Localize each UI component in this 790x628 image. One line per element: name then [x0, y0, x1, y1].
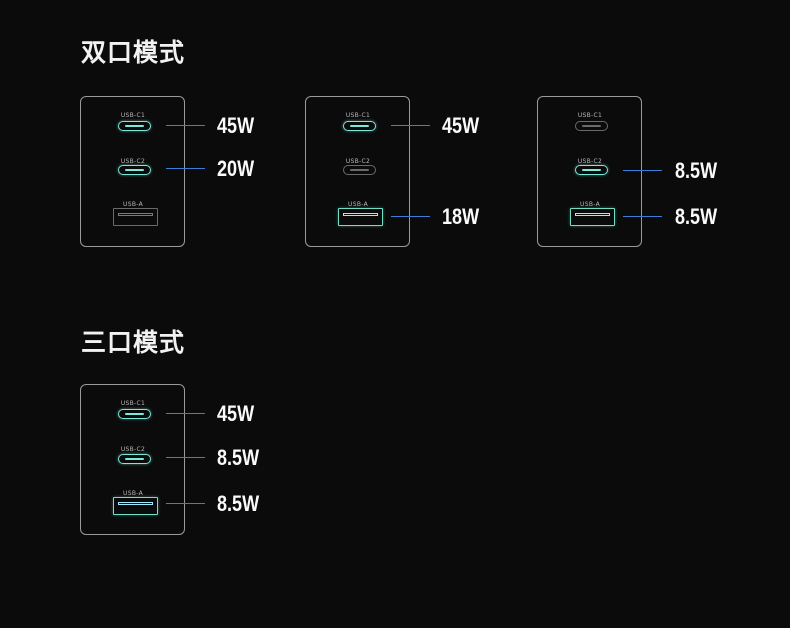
- charger-triple: USB-C1 USB-C2 USB-A: [80, 384, 185, 535]
- usb-c2-port-icon: [118, 454, 151, 464]
- usb-a-port-icon: [570, 208, 615, 226]
- usb-c1-port-icon: [575, 121, 608, 131]
- watt-a: 18W: [442, 204, 480, 229]
- port-label-c2: USB-C2: [120, 158, 146, 165]
- port-label-c1: USB-C1: [120, 112, 146, 119]
- charger-dual-c2-a: USB-C1 USB-C2 USB-A: [537, 96, 642, 247]
- port-label-a: USB-A: [580, 201, 600, 208]
- port-label-a: USB-A: [123, 201, 143, 208]
- usb-a-port-icon: [113, 208, 158, 226]
- port-label-c2: USB-C2: [577, 158, 603, 165]
- port-label-c1: USB-C1: [120, 400, 146, 407]
- watt-c1: 45W: [217, 401, 255, 426]
- leader-line: [391, 216, 430, 217]
- leader-line: [166, 457, 205, 458]
- leader-line: [166, 168, 205, 169]
- leader-line: [166, 125, 205, 126]
- leader-line: [623, 216, 662, 217]
- port-label-c2: USB-C2: [345, 158, 371, 165]
- charger-dual-c1-a: USB-C1 USB-C2 USB-A: [305, 96, 410, 247]
- leader-line: [391, 125, 430, 126]
- watt-c1: 45W: [217, 113, 255, 138]
- usb-c1-port-icon: [118, 121, 151, 131]
- port-label-a: USB-A: [123, 490, 143, 497]
- usb-c1-port-icon: [118, 409, 151, 419]
- port-label-c1: USB-C1: [577, 112, 603, 119]
- port-label-c1: USB-C1: [345, 112, 371, 119]
- section-title-triple: 三口模式: [81, 328, 186, 357]
- watt-a: 8.5W: [217, 491, 260, 516]
- leader-line: [166, 503, 205, 504]
- watt-c2: 20W: [217, 156, 255, 181]
- watt-c1: 45W: [442, 113, 480, 138]
- port-label-c2: USB-C2: [120, 446, 146, 453]
- usb-c1-port-icon: [343, 121, 376, 131]
- section-title-dual: 双口模式: [81, 38, 186, 67]
- watt-c2: 8.5W: [217, 445, 260, 470]
- usb-c2-port-icon: [118, 165, 151, 175]
- port-label-a: USB-A: [348, 201, 368, 208]
- usb-a-port-icon: [338, 208, 383, 226]
- watt-c2: 8.5W: [675, 158, 718, 183]
- leader-line: [166, 413, 205, 414]
- usb-a-port-icon: [113, 497, 158, 515]
- leader-line: [623, 170, 662, 171]
- usb-c2-port-icon: [343, 165, 376, 175]
- charger-dual-c1-c2: USB-C1 USB-C2 USB-A: [80, 96, 185, 247]
- watt-a: 8.5W: [675, 204, 718, 229]
- usb-c2-port-icon: [575, 165, 608, 175]
